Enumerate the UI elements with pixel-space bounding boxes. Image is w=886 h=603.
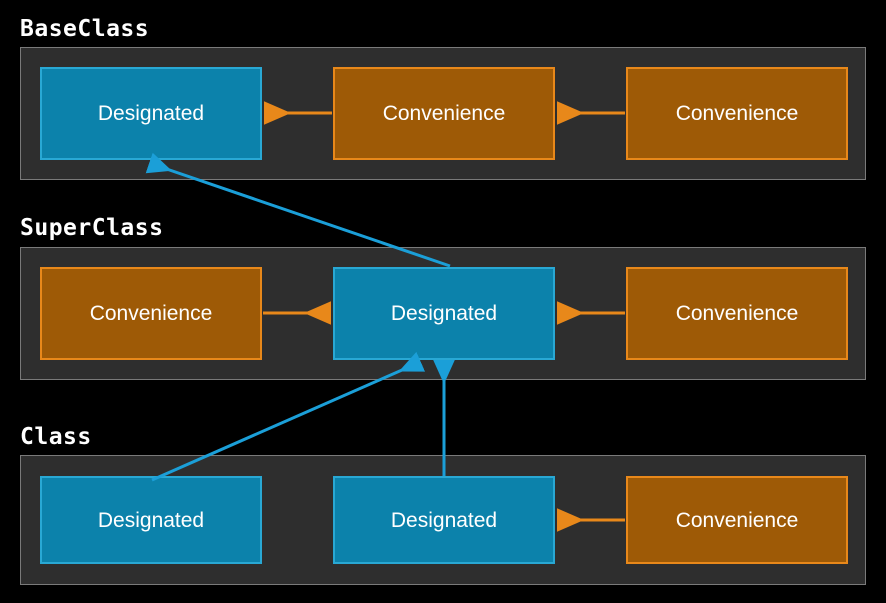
node-label: Convenience [675,508,799,532]
section-title-baseclass: BaseClass [20,16,150,42]
node-class-convenience-1[interactable]: Convenience [626,476,848,564]
node-super-convenience-2[interactable]: Convenience [626,267,848,360]
node-class-designated-2[interactable]: Designated [333,476,555,564]
section-title-superclass: SuperClass [20,215,164,241]
node-class-designated-1[interactable]: Designated [40,476,262,564]
node-base-convenience-1[interactable]: Convenience [333,67,555,160]
node-label: Designated [390,302,498,325]
node-super-designated[interactable]: Designated [333,267,555,360]
node-super-convenience-1[interactable]: Convenience [40,267,262,360]
node-label: Convenience [89,302,213,325]
node-base-convenience-2[interactable]: Convenience [626,67,848,160]
node-label: Convenience [675,302,799,325]
node-label: Designated [97,508,205,532]
node-base-designated[interactable]: Designated [40,67,262,160]
node-label: Convenience [675,102,799,125]
node-label: Designated [390,508,498,532]
node-label: Designated [97,102,205,125]
node-label: Convenience [382,102,506,125]
section-title-class: Class [20,424,92,450]
